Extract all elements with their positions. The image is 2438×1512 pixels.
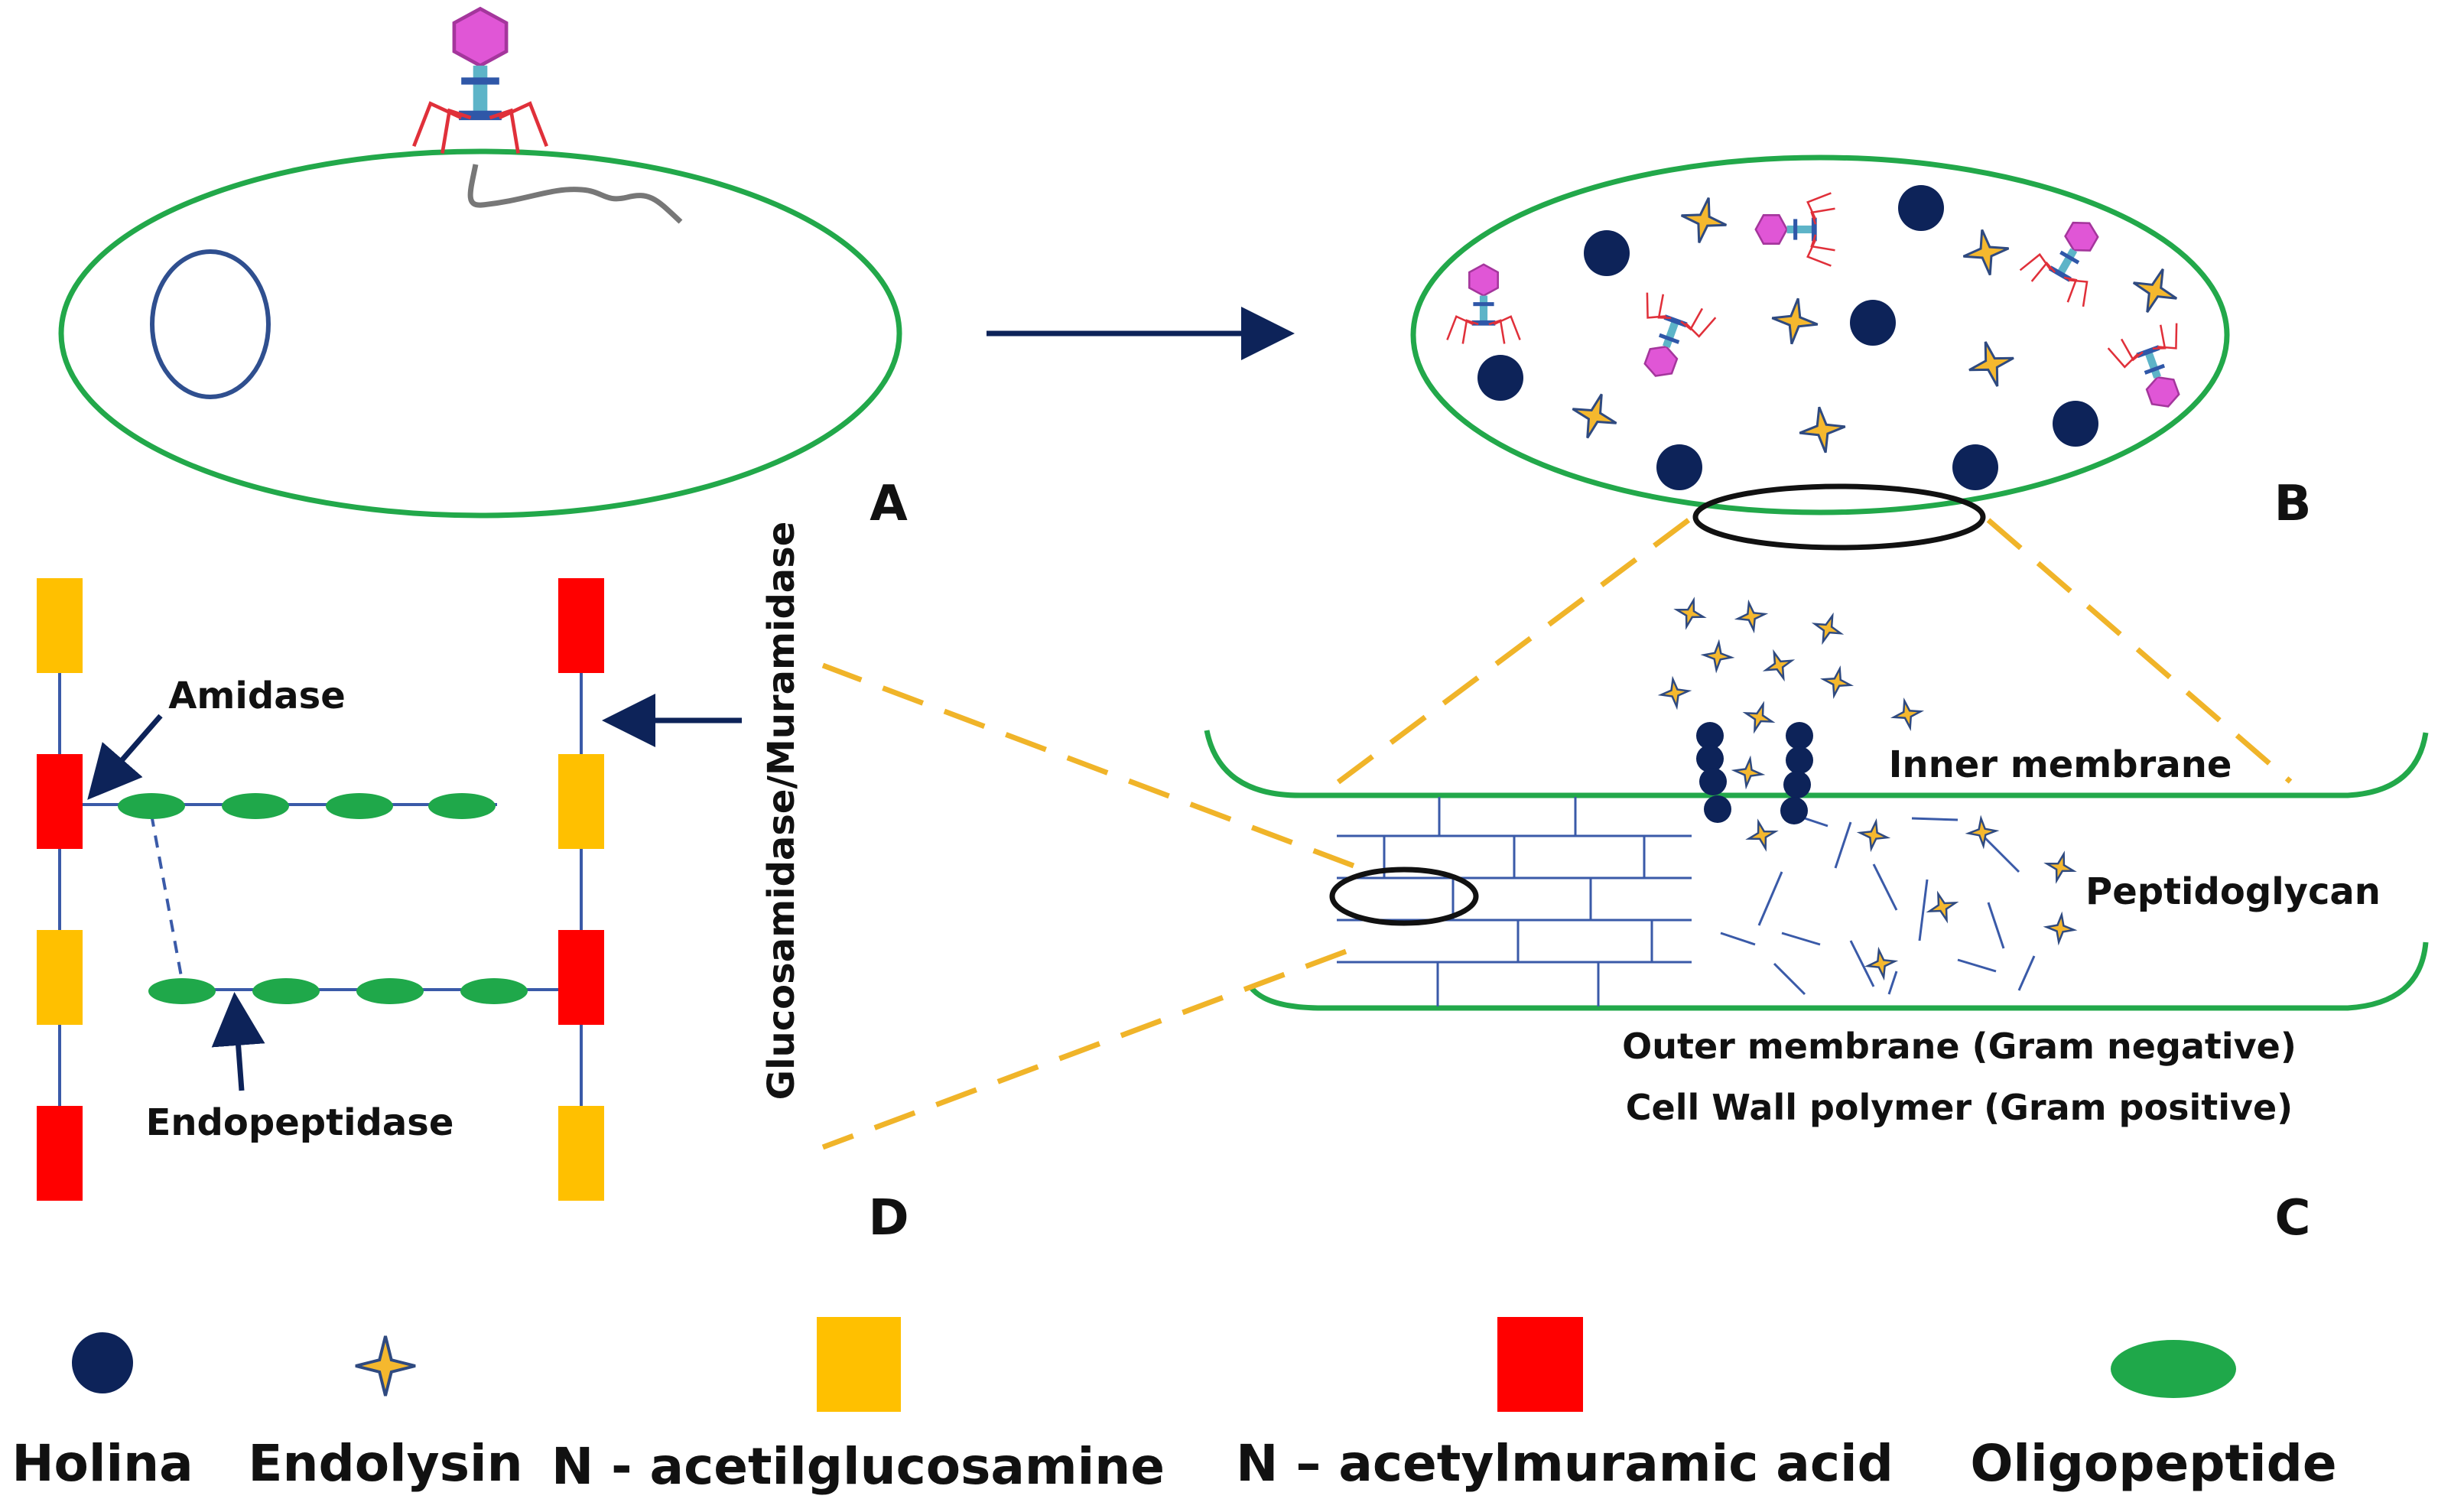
holin-dot [2053, 401, 2098, 447]
nucleoid [150, 249, 271, 399]
nag-square [558, 754, 604, 849]
nag-square [37, 578, 83, 673]
holin-dot [1850, 300, 1896, 346]
left-strand-sugars [37, 578, 83, 1201]
inner-membrane-line [1204, 730, 2429, 798]
right-strand-sugars [558, 578, 604, 1201]
legend-label: Endolysin [248, 1434, 522, 1493]
legend-label: Oligopeptide [1970, 1434, 2336, 1493]
nam-square [37, 754, 83, 849]
phage-dna-strand [467, 164, 683, 224]
holin-dot [1656, 444, 1702, 490]
nag-square [37, 930, 83, 1025]
holin-dot [1584, 230, 1630, 276]
outer-membrane-label: Outer membrane (Gram negative) [1622, 1026, 2297, 1067]
phage-icon [1754, 192, 1836, 267]
nam-square [37, 1106, 83, 1201]
amidase-label: Amidase [168, 675, 346, 717]
zoom-ring-b [1692, 483, 1986, 551]
panel-label-c: C [2275, 1190, 2311, 1247]
nag-square [558, 1106, 604, 1201]
panel-label-a: A [870, 476, 908, 532]
zoom-ring-c [1329, 867, 1479, 926]
nag-square-icon [817, 1317, 901, 1412]
peptidoglycan-label: Peptidoglycan [2085, 870, 2381, 913]
holin-pores [1696, 722, 1813, 824]
glycan-strands [58, 581, 583, 1201]
peptide-bridges [83, 803, 558, 991]
holin-dot [1477, 355, 1523, 401]
oligopeptide-ellipse-icon [2111, 1340, 2236, 1398]
peptidoglycan-mesh [1337, 797, 1692, 1006]
phage-icon [2017, 203, 2122, 311]
phage-icon [2105, 318, 2204, 421]
legend-label: N – acetylmuramic acid [1236, 1434, 1894, 1493]
legend: Holina Endolysin N - acetilglucosamine N… [11, 1317, 2337, 1496]
outer-membrane-line [1248, 941, 2429, 1011]
endolysin-star [1962, 334, 2021, 394]
inner-membrane-label: Inner membrane [1889, 743, 2232, 786]
panel-label-b: B [2274, 476, 2312, 532]
endolysin-star-icon [354, 1335, 417, 1397]
endopeptidase-label: Endopeptidase [146, 1101, 454, 1144]
phage-icon [414, 8, 547, 153]
nam-square [558, 578, 604, 673]
legend-label: N - acetilglucosamine [551, 1437, 1165, 1496]
zoom-lines-b-to-c [1328, 518, 2293, 790]
holin-circle-icon [72, 1332, 133, 1393]
endolysin-star [1795, 402, 1850, 457]
enzyme-arrows [87, 694, 742, 1091]
progeny-phages [1446, 192, 2204, 421]
oligopeptides [118, 793, 528, 1004]
legend-label: Holina [11, 1434, 193, 1493]
endolysin-star [1675, 191, 1733, 249]
nam-square [558, 930, 604, 1025]
cell-wall-label: Cell Wall polymer (Gram positive) [1626, 1087, 2293, 1128]
holin-dot [1898, 185, 1944, 231]
nam-square-icon [1497, 1317, 1583, 1412]
endolysin-star [1958, 224, 2014, 281]
holins-in-cell [1477, 185, 2098, 490]
panel-c: Inner membrane Peptidoglycan Outer membr… [1204, 595, 2429, 1247]
endolysin-star [2124, 260, 2186, 321]
panel-a: A [58, 8, 908, 532]
zoom-lines-c-to-d [821, 662, 1355, 1150]
holin-dot [1952, 444, 1998, 490]
panel-label-d: D [868, 1190, 909, 1247]
glucosamidase-label: Glucosamidase/Muramidase [760, 522, 803, 1101]
phage-icon [1620, 288, 1718, 390]
bacterial-cell-b [1410, 154, 2230, 515]
phage-icon [1446, 263, 1521, 345]
panel-d: Amidase Endopeptidase Glucosamidase/Mura… [37, 522, 909, 1247]
bacterial-cell-a [58, 148, 902, 519]
endolysin-star [1564, 385, 1625, 447]
endolysin-star [1767, 294, 1822, 349]
panel-b: B [1410, 154, 2312, 551]
